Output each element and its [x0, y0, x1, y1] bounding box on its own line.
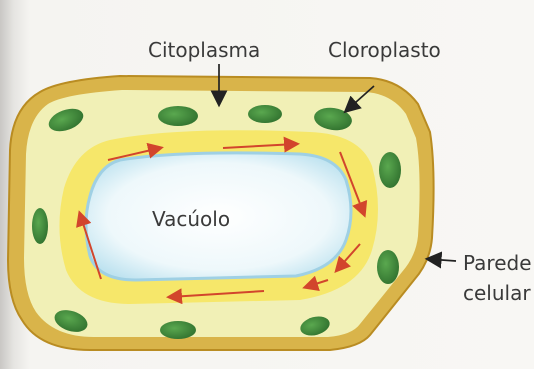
- chloroplast: [32, 208, 48, 244]
- chloroplast: [160, 321, 196, 339]
- chloroplast: [158, 106, 198, 126]
- cell-wall-label-line-2: celular: [463, 281, 531, 305]
- chloroplast-label: Cloroplasto: [328, 38, 441, 62]
- cell-wall-label-line-1: Parede: [463, 251, 532, 275]
- cytoplasm-label: Citoplasma: [148, 38, 260, 62]
- cell-wall-pointer-arrow: [428, 259, 456, 261]
- vacuole-label: Vacúolo: [152, 207, 230, 231]
- chloroplast: [248, 105, 282, 123]
- chloroplast: [377, 250, 399, 284]
- chloroplast: [379, 152, 401, 188]
